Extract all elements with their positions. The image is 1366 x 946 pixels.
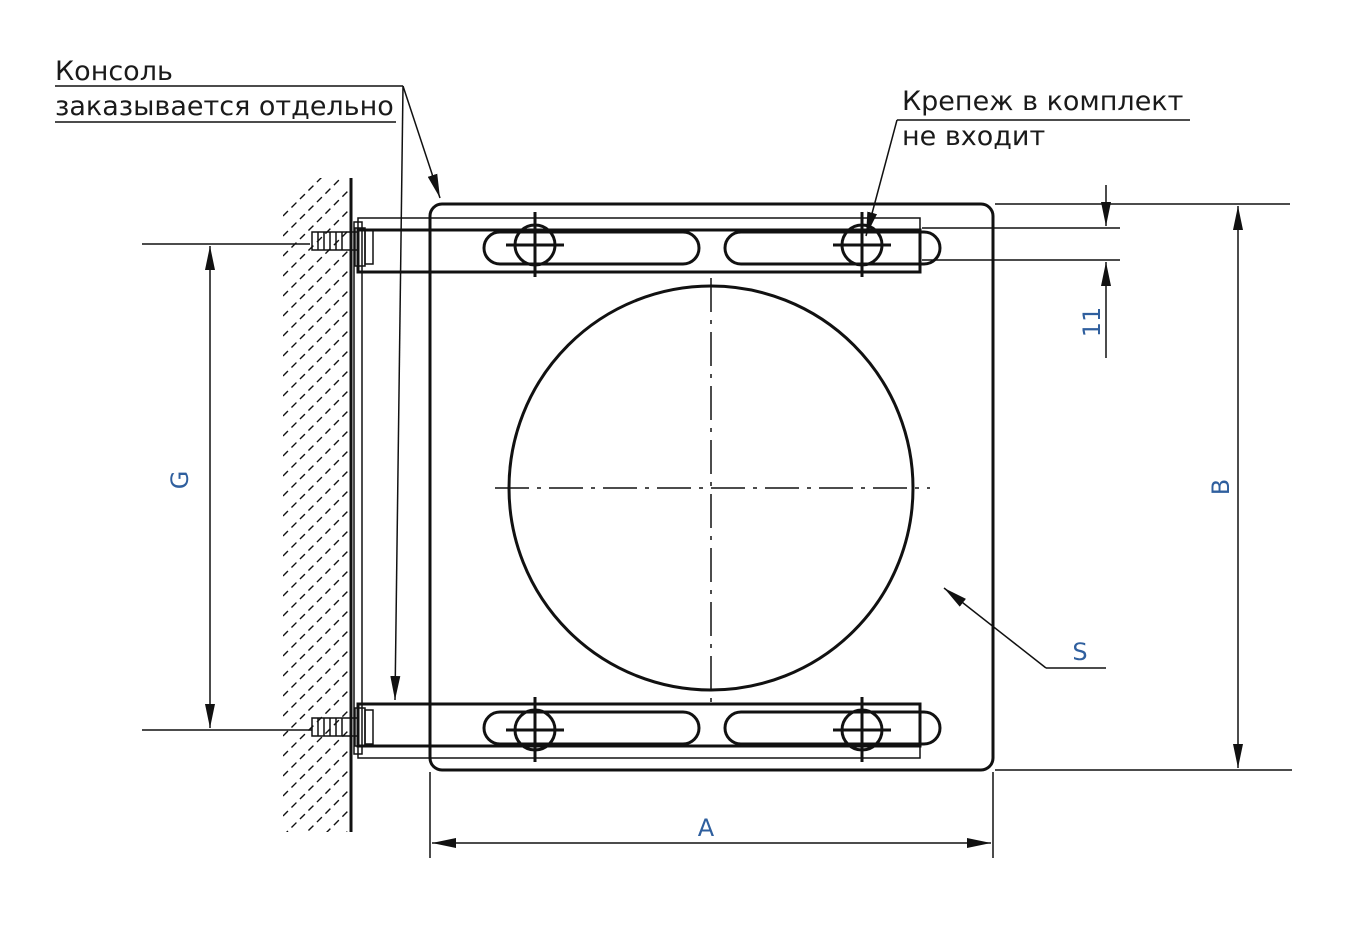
console-bracket-top bbox=[356, 212, 942, 277]
wall-hatch-line bbox=[283, 229, 349, 297]
bracket-bolt bbox=[506, 212, 564, 277]
wall-hatch-line bbox=[283, 569, 349, 637]
wall-hatch-line bbox=[283, 429, 349, 497]
wall-hatch-line bbox=[283, 409, 349, 477]
wall-hatch-line bbox=[283, 489, 349, 557]
bracket-bolt bbox=[833, 697, 891, 762]
wall-hatch-line bbox=[283, 369, 349, 437]
wall-hatch-line bbox=[283, 709, 349, 777]
console-label-line2: заказывается отдельно bbox=[55, 91, 394, 122]
wall-hatch-line bbox=[283, 669, 349, 737]
wall-hatch-line bbox=[283, 890, 349, 946]
wall-hatch-line bbox=[283, 629, 349, 697]
dimension-g-label: G bbox=[166, 471, 194, 490]
console-leader bbox=[55, 85, 441, 701]
console-label-line1: Консоль bbox=[55, 56, 173, 87]
wall-hatch-line bbox=[283, 389, 349, 457]
wall-hatch-line bbox=[326, 809, 349, 832]
dimension-slot bbox=[922, 185, 1120, 358]
dimension-a-label: A bbox=[698, 814, 715, 842]
wall-hatch-line bbox=[283, 178, 322, 217]
wall-hatch-line bbox=[283, 870, 349, 936]
fastener-leader bbox=[865, 119, 1190, 237]
wall-hatch-line bbox=[283, 189, 349, 257]
bracket-bolt bbox=[506, 697, 564, 762]
wall-hatch-line bbox=[283, 269, 349, 337]
wall-hatch-line bbox=[283, 469, 349, 537]
wall-hatch-line bbox=[283, 729, 349, 797]
console-plate bbox=[353, 221, 363, 755]
wall-hatch-line bbox=[283, 749, 349, 817]
wall bbox=[283, 178, 353, 946]
dimension-b-label: B bbox=[1207, 479, 1235, 495]
thickness-label: S bbox=[1072, 638, 1087, 666]
wall-hatch-line bbox=[283, 689, 349, 757]
wall-hatch-line bbox=[283, 449, 349, 517]
bracket-bolt bbox=[833, 212, 891, 277]
wall-hatch-line bbox=[286, 769, 349, 832]
wall-hatch-line bbox=[283, 349, 349, 417]
wall-hatch-line bbox=[283, 289, 349, 357]
dimension-slot-label: 11 bbox=[1078, 307, 1106, 338]
main-plate bbox=[428, 202, 995, 772]
console-bracket-bottom bbox=[356, 697, 942, 762]
wall-hatch-line bbox=[283, 509, 349, 577]
wall-hatch-line bbox=[283, 249, 349, 317]
wall-hatch-line bbox=[283, 209, 349, 277]
wall-hatch-line bbox=[346, 829, 349, 832]
wall-hatch-line bbox=[283, 589, 349, 657]
dimension-a bbox=[429, 772, 994, 858]
wall-hatch-line bbox=[306, 789, 349, 832]
fastener-label-line2: не входит bbox=[902, 121, 1045, 152]
wall-hatch-line bbox=[283, 529, 349, 597]
thickness-leader bbox=[943, 587, 1106, 669]
wall-hatch-line bbox=[283, 309, 349, 377]
wall-hatch-line bbox=[283, 178, 342, 237]
dimension-g bbox=[142, 243, 312, 731]
wall-hatch-line bbox=[283, 850, 349, 916]
wall-bolt-top bbox=[311, 227, 374, 267]
wall-hatch-line bbox=[283, 609, 349, 677]
wall-hatch-line bbox=[283, 549, 349, 617]
wall-bolt-bottom bbox=[311, 707, 374, 747]
wall-hatch-line bbox=[283, 329, 349, 397]
dimension-b bbox=[995, 203, 1292, 771]
fastener-label-line1: Крепеж в комплект bbox=[902, 86, 1183, 117]
wall-hatch-line bbox=[283, 649, 349, 717]
